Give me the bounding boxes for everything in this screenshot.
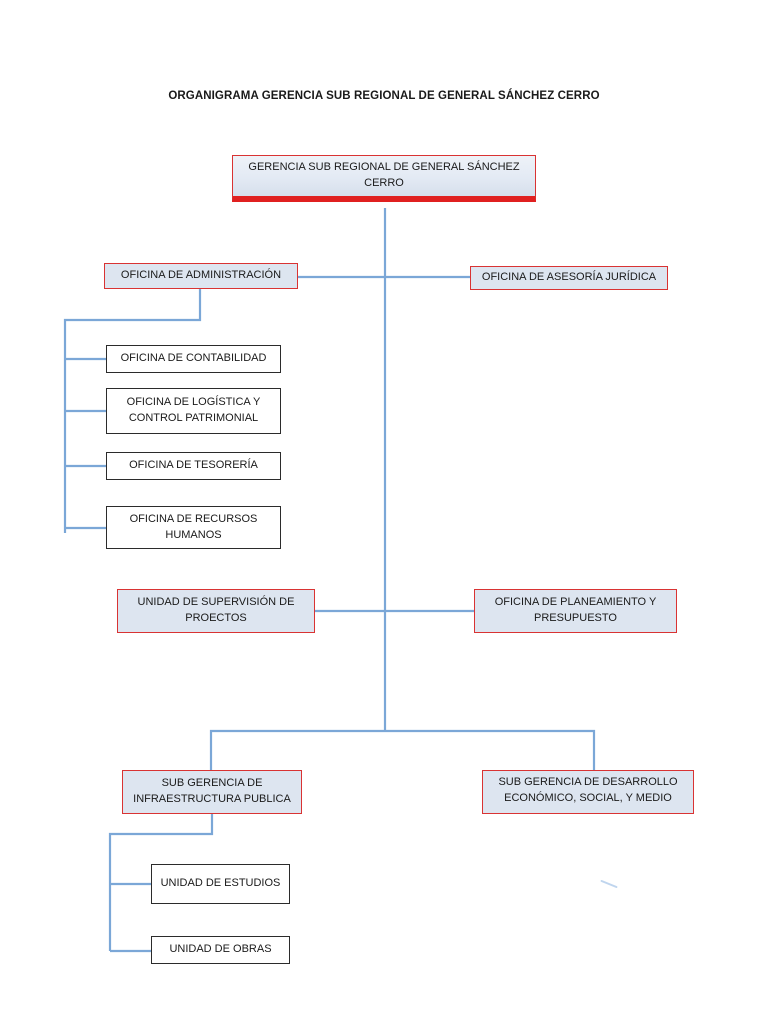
node-label: SUB GERENCIA DE DESARROLLO ECONÓMICO, SO… (498, 776, 678, 804)
node-unidad-estudios[interactable]: UNIDAD DE ESTUDIOS (151, 864, 290, 904)
node-oficina-tesoreria[interactable]: OFICINA DE TESORERÍA (106, 452, 281, 480)
stray-mark (600, 879, 618, 889)
node-label: OFICINA DE ASESORÍA JURÍDICA (481, 271, 657, 284)
node-label: UNIDAD DE OBRAS (169, 943, 272, 956)
node-label: UNIDAD DE ESTUDIOS (160, 877, 281, 890)
node-oficina-asesoria-juridica[interactable]: OFICINA DE ASESORÍA JURÍDICA (470, 266, 668, 290)
node-label: OFICINA DE PLANEAMIENTO Y PRESUPUESTO (494, 596, 657, 624)
node-unidad-obras[interactable]: UNIDAD DE OBRAS (151, 936, 290, 964)
node-label: SUB GERENCIA DE INFRAESTRUCTURA PUBLICA (133, 777, 291, 805)
node-label: UNIDAD DE SUPERVISIÓN DE PROECTOS (137, 596, 295, 624)
node-gerencia-sub-regional[interactable]: GERENCIA SUB REGIONAL DE GENERAL SÁNCHEZ… (232, 155, 536, 202)
node-oficina-planeamiento-presupuesto[interactable]: OFICINA DE PLANEAMIENTO Y PRESUPUESTO (474, 589, 677, 633)
page-title: ORGANIGRAMA GERENCIA SUB REGIONAL DE GEN… (168, 90, 600, 102)
node-label: OFICINA DE ADMINISTRACIÓN (120, 269, 282, 282)
node-oficina-recursos-humanos[interactable]: OFICINA DE RECURSOS HUMANOS (106, 506, 281, 549)
node-label: OFICINA DE TESORERÍA (129, 459, 258, 472)
node-label: OFICINA DE CONTABILIDAD (120, 352, 267, 365)
node-label: OFICINA DE RECURSOS HUMANOS (129, 512, 258, 541)
node-label: GERENCIA SUB REGIONAL DE GENERAL SÁNCHEZ… (248, 161, 520, 189)
node-sub-gerencia-desarrollo[interactable]: SUB GERENCIA DE DESARROLLO ECONÓMICO, SO… (482, 770, 694, 814)
node-oficina-administracion[interactable]: OFICINA DE ADMINISTRACIÓN (104, 263, 298, 289)
node-sub-gerencia-infraestructura[interactable]: SUB GERENCIA DE INFRAESTRUCTURA PUBLICA (122, 770, 302, 814)
node-oficina-contabilidad[interactable]: OFICINA DE CONTABILIDAD (106, 345, 281, 373)
node-oficina-logistica[interactable]: OFICINA DE LOGÍSTICA Y CONTROL PATRIMONI… (106, 388, 281, 434)
node-label: OFICINA DE LOGÍSTICA Y CONTROL PATRIMONI… (126, 396, 261, 424)
connector-subgerencia-split (209, 729, 596, 770)
node-unidad-supervision-proyectos[interactable]: UNIDAD DE SUPERVISIÓN DE PROECTOS (117, 589, 315, 633)
